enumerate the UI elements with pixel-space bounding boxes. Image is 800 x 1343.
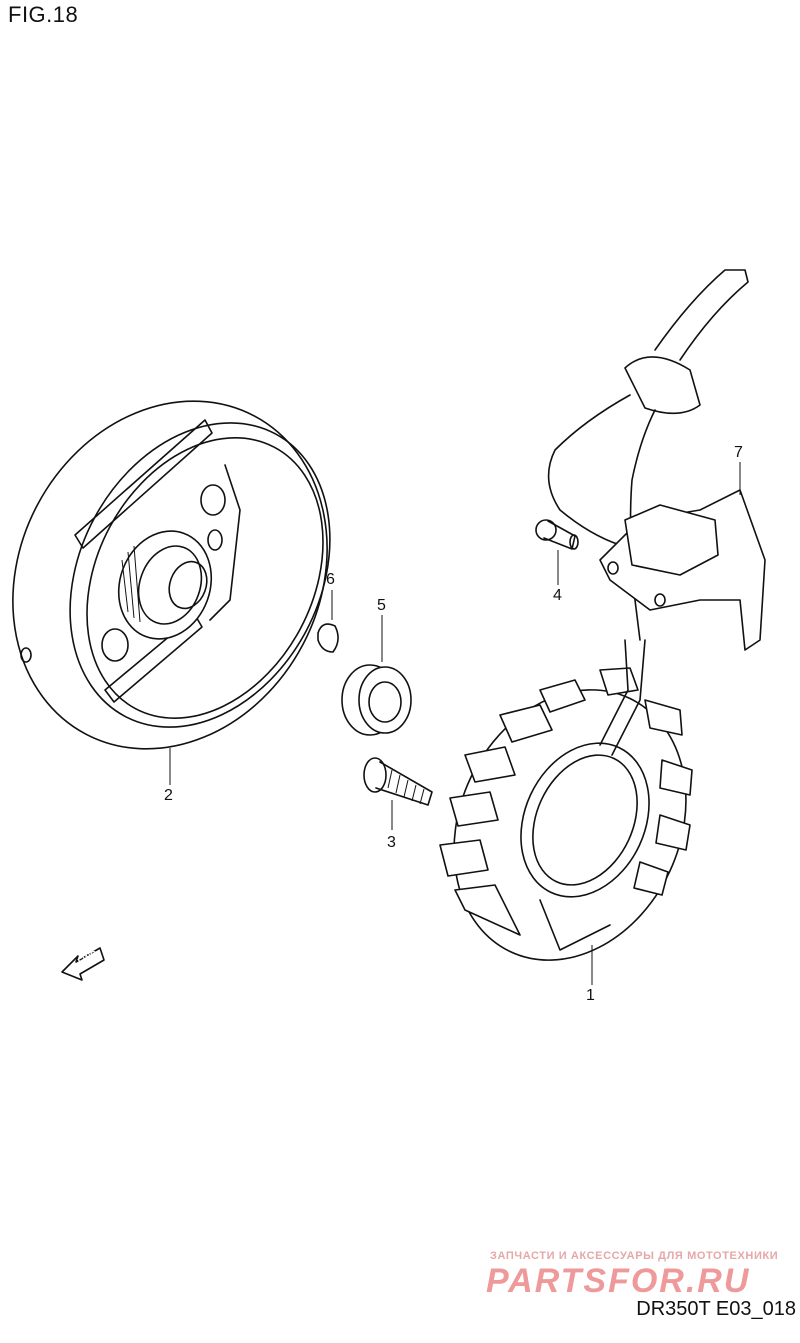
pickup-coil-part[interactable]	[547, 269, 766, 651]
watermark-tagline: ЗАПЧАСТИ И АКСЕССУАРЫ ДЛЯ МОТОТЕХНИКИ	[490, 1250, 779, 1262]
callout-6: 6	[326, 571, 335, 588]
callout-1: 1	[586, 987, 595, 1004]
leader-lines	[169, 462, 741, 985]
flywheel-rotor-part[interactable]	[0, 346, 387, 805]
callout-7: 7	[734, 444, 743, 461]
fwd-arrow-icon: FWD	[61, 947, 105, 981]
reference-code: DR350T E03_018	[636, 1298, 796, 1320]
spacer-part[interactable]	[341, 664, 412, 736]
callout-5: 5	[377, 597, 386, 614]
bolt-part[interactable]	[363, 757, 433, 806]
watermark-logo: PARTSFOR.RU	[486, 1262, 751, 1300]
screw-part[interactable]	[535, 519, 579, 550]
woodruff-key-part[interactable]	[317, 623, 339, 653]
stator-coil-part[interactable]	[411, 639, 729, 998]
callout-4: 4	[553, 587, 562, 604]
figure-title: FIG.18	[8, 2, 79, 27]
callout-3: 3	[387, 834, 396, 851]
callout-2: 2	[164, 787, 173, 804]
